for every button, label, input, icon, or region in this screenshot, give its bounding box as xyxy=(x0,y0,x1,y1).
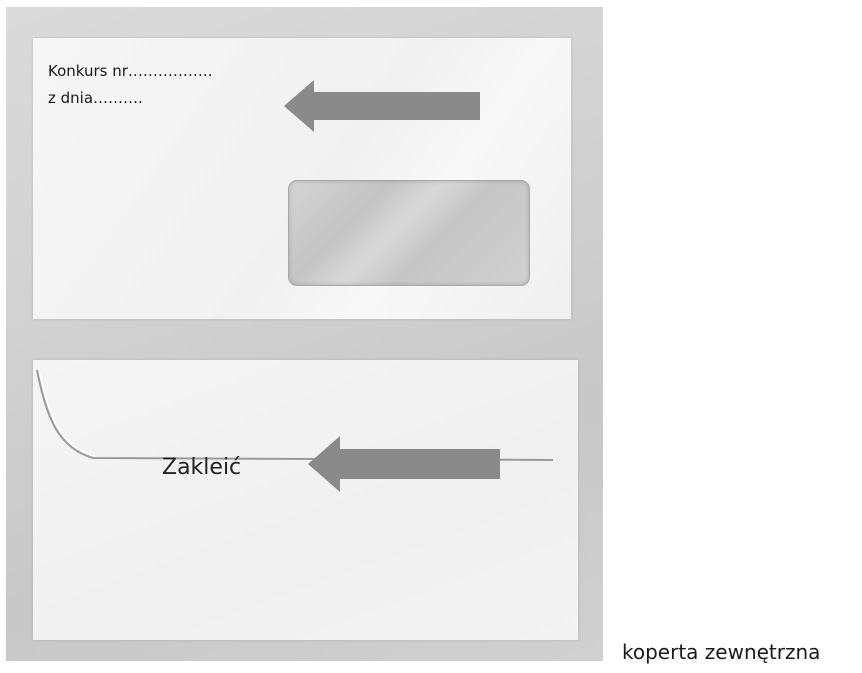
outer-envelope-caption: koperta zewnętrzna xyxy=(622,640,821,664)
seal-here-label: Zakleić xyxy=(162,455,242,480)
envelope-flap xyxy=(36,367,554,461)
contest-number-label: Konkurs nr…………….. xyxy=(48,62,213,80)
back-envelope xyxy=(33,360,578,640)
envelope-window xyxy=(288,180,530,286)
date-label: z dnia………. xyxy=(48,89,143,107)
arrow-left-icon xyxy=(308,436,500,492)
arrow-left-icon xyxy=(284,80,480,132)
